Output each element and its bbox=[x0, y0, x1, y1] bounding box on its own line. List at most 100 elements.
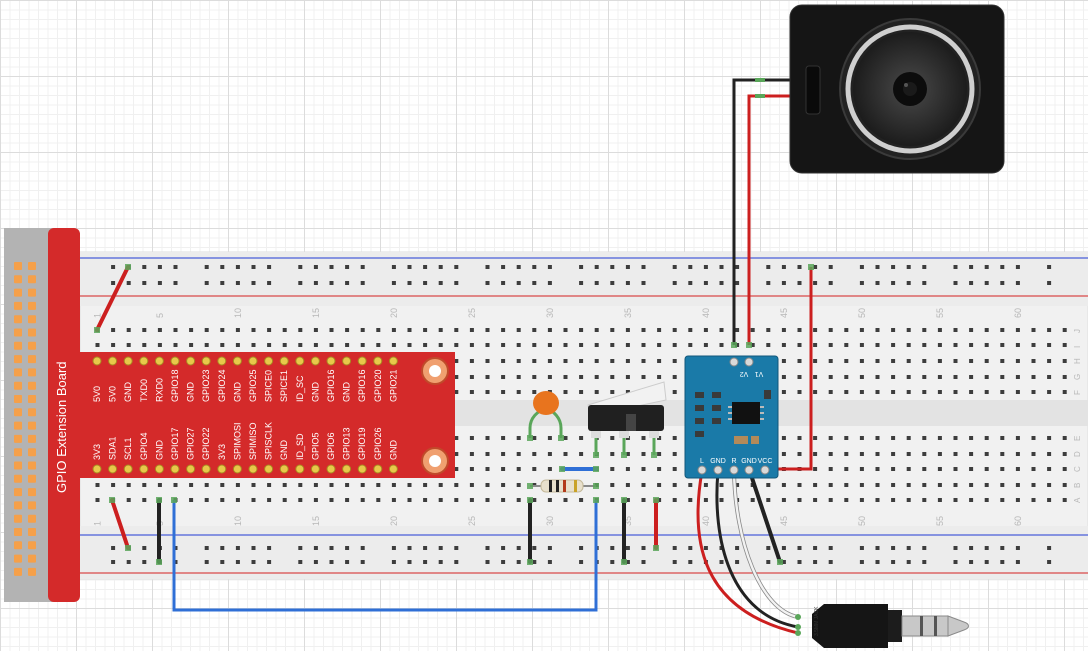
column-number-bottom: 60 bbox=[1013, 516, 1023, 526]
column-number-top: 5 bbox=[155, 313, 165, 318]
column-number-top: 25 bbox=[467, 308, 477, 318]
header-pin bbox=[326, 356, 336, 366]
wire-black-amp-gnd bbox=[747, 467, 782, 564]
column-number-top: 45 bbox=[779, 308, 789, 318]
header-pin bbox=[326, 464, 336, 474]
pin-label-bottom: GPIO22 bbox=[201, 427, 211, 460]
column-number-bottom: 45 bbox=[779, 516, 789, 526]
pin-label-top: TXD0 bbox=[139, 379, 149, 402]
header-pin bbox=[388, 356, 398, 366]
row-letter: J bbox=[1073, 329, 1082, 333]
pin-label-bottom: GND bbox=[154, 440, 164, 461]
amp-top-pin-label: V1 bbox=[755, 370, 764, 377]
header-pin bbox=[264, 356, 274, 366]
pin-label-bottom: GND bbox=[279, 440, 289, 461]
column-number-top: 15 bbox=[311, 308, 321, 318]
column-number-bottom: 40 bbox=[701, 516, 711, 526]
column-number-top: 10 bbox=[233, 308, 243, 318]
column-number-bottom: 35 bbox=[623, 516, 633, 526]
wire-red-amp-vcc bbox=[765, 267, 813, 471]
header-pin bbox=[248, 464, 258, 474]
pin-label-bottom: GPIO17 bbox=[170, 427, 180, 460]
header-pin bbox=[342, 464, 352, 474]
header-pin bbox=[92, 464, 102, 474]
header-pin bbox=[388, 464, 398, 474]
amp-bottom-pin-label: VCC bbox=[758, 458, 773, 465]
row-letter: G bbox=[1073, 374, 1082, 380]
header-pin bbox=[232, 356, 242, 366]
header-pin bbox=[357, 356, 367, 366]
header-pin bbox=[295, 356, 305, 366]
pin-label-top: GPIO18 bbox=[170, 369, 180, 402]
pin-label-top: GND bbox=[186, 382, 196, 403]
header-pin bbox=[373, 356, 383, 366]
header-pin bbox=[123, 464, 133, 474]
wire-blue-gpio17 bbox=[172, 500, 598, 612]
column-number-bottom: 1 bbox=[93, 521, 103, 526]
pin-label-top: 5V0 bbox=[92, 386, 102, 402]
header-pin bbox=[373, 464, 383, 474]
header-pin bbox=[154, 356, 164, 366]
extension-board-plate bbox=[80, 352, 455, 478]
column-number-top: 55 bbox=[935, 308, 945, 318]
header-pin bbox=[154, 464, 164, 474]
pin-label-top: GND bbox=[310, 382, 320, 403]
pin-label-bottom: GND bbox=[388, 440, 398, 461]
header-pin bbox=[310, 464, 320, 474]
column-number-top: 30 bbox=[545, 308, 555, 318]
pin-label-top: GPIO16 bbox=[326, 369, 336, 402]
column-number-top: 1 bbox=[93, 313, 103, 318]
speaker-icon bbox=[789, 4, 1005, 174]
amplifier-chip-icon bbox=[728, 402, 764, 424]
column-number-bottom: 25 bbox=[467, 516, 477, 526]
extension-board-strip bbox=[48, 228, 80, 602]
header-pin bbox=[310, 356, 320, 366]
column-number-bottom: 10 bbox=[233, 516, 243, 526]
pin-label-bottom: GPIO4 bbox=[139, 432, 149, 460]
pin-label-bottom: SPISCLK bbox=[264, 422, 274, 460]
pin-label-bottom: SPIMOSI bbox=[232, 422, 242, 460]
pin-label-bottom: 3V3 bbox=[217, 444, 227, 460]
pin-label-bottom: GPIO26 bbox=[373, 427, 383, 460]
pin-label-bottom: ID_SD bbox=[295, 433, 305, 460]
amp-bottom-pin-label: R bbox=[731, 458, 736, 465]
wire-red-speaker bbox=[747, 94, 797, 345]
amp-bottom-pin-label: L bbox=[700, 458, 704, 465]
audio-jack-icon: 3.5MM JACK bbox=[795, 604, 969, 648]
breadboard: 1155101015152020252530303535404045455050… bbox=[79, 251, 1088, 580]
capacitor-icon bbox=[528, 391, 563, 438]
pin-label-top: SPICE0 bbox=[264, 370, 274, 402]
header-pin bbox=[279, 464, 289, 474]
pin-label-top: RXD0 bbox=[154, 378, 164, 402]
header-pin bbox=[217, 356, 227, 366]
pin-label-top: 5V0 bbox=[108, 386, 118, 402]
row-letter: B bbox=[1073, 483, 1082, 488]
pin-label-top: ID_SC bbox=[295, 375, 305, 402]
header-pin bbox=[232, 464, 242, 474]
column-number-top: 40 bbox=[701, 308, 711, 318]
row-letter: I bbox=[1073, 346, 1082, 348]
row-letter: C bbox=[1073, 466, 1082, 472]
pin-label-top: GND bbox=[342, 382, 352, 403]
pin-label-bottom: GPIO13 bbox=[342, 427, 352, 460]
resistor-icon bbox=[530, 479, 596, 493]
pin-label-top: GPIO23 bbox=[201, 369, 211, 402]
header-pin bbox=[201, 356, 211, 366]
wire-white-jack bbox=[732, 470, 799, 619]
header-pin bbox=[108, 356, 118, 366]
wire-red-rail-bottom bbox=[110, 498, 130, 550]
column-number-top: 50 bbox=[857, 308, 867, 318]
column-number-bottom: 30 bbox=[545, 516, 555, 526]
potentiometer-icon bbox=[587, 381, 667, 455]
header-pin bbox=[108, 464, 118, 474]
pin-label-bottom: GPIO6 bbox=[326, 432, 336, 460]
header-pin bbox=[139, 356, 149, 366]
header-pin bbox=[201, 464, 211, 474]
header-pin bbox=[170, 356, 180, 366]
wire-red-jack bbox=[696, 470, 799, 635]
column-number-top: 20 bbox=[389, 308, 399, 318]
pin-label-bottom: SDA1 bbox=[108, 436, 118, 460]
header-pin bbox=[139, 464, 149, 474]
